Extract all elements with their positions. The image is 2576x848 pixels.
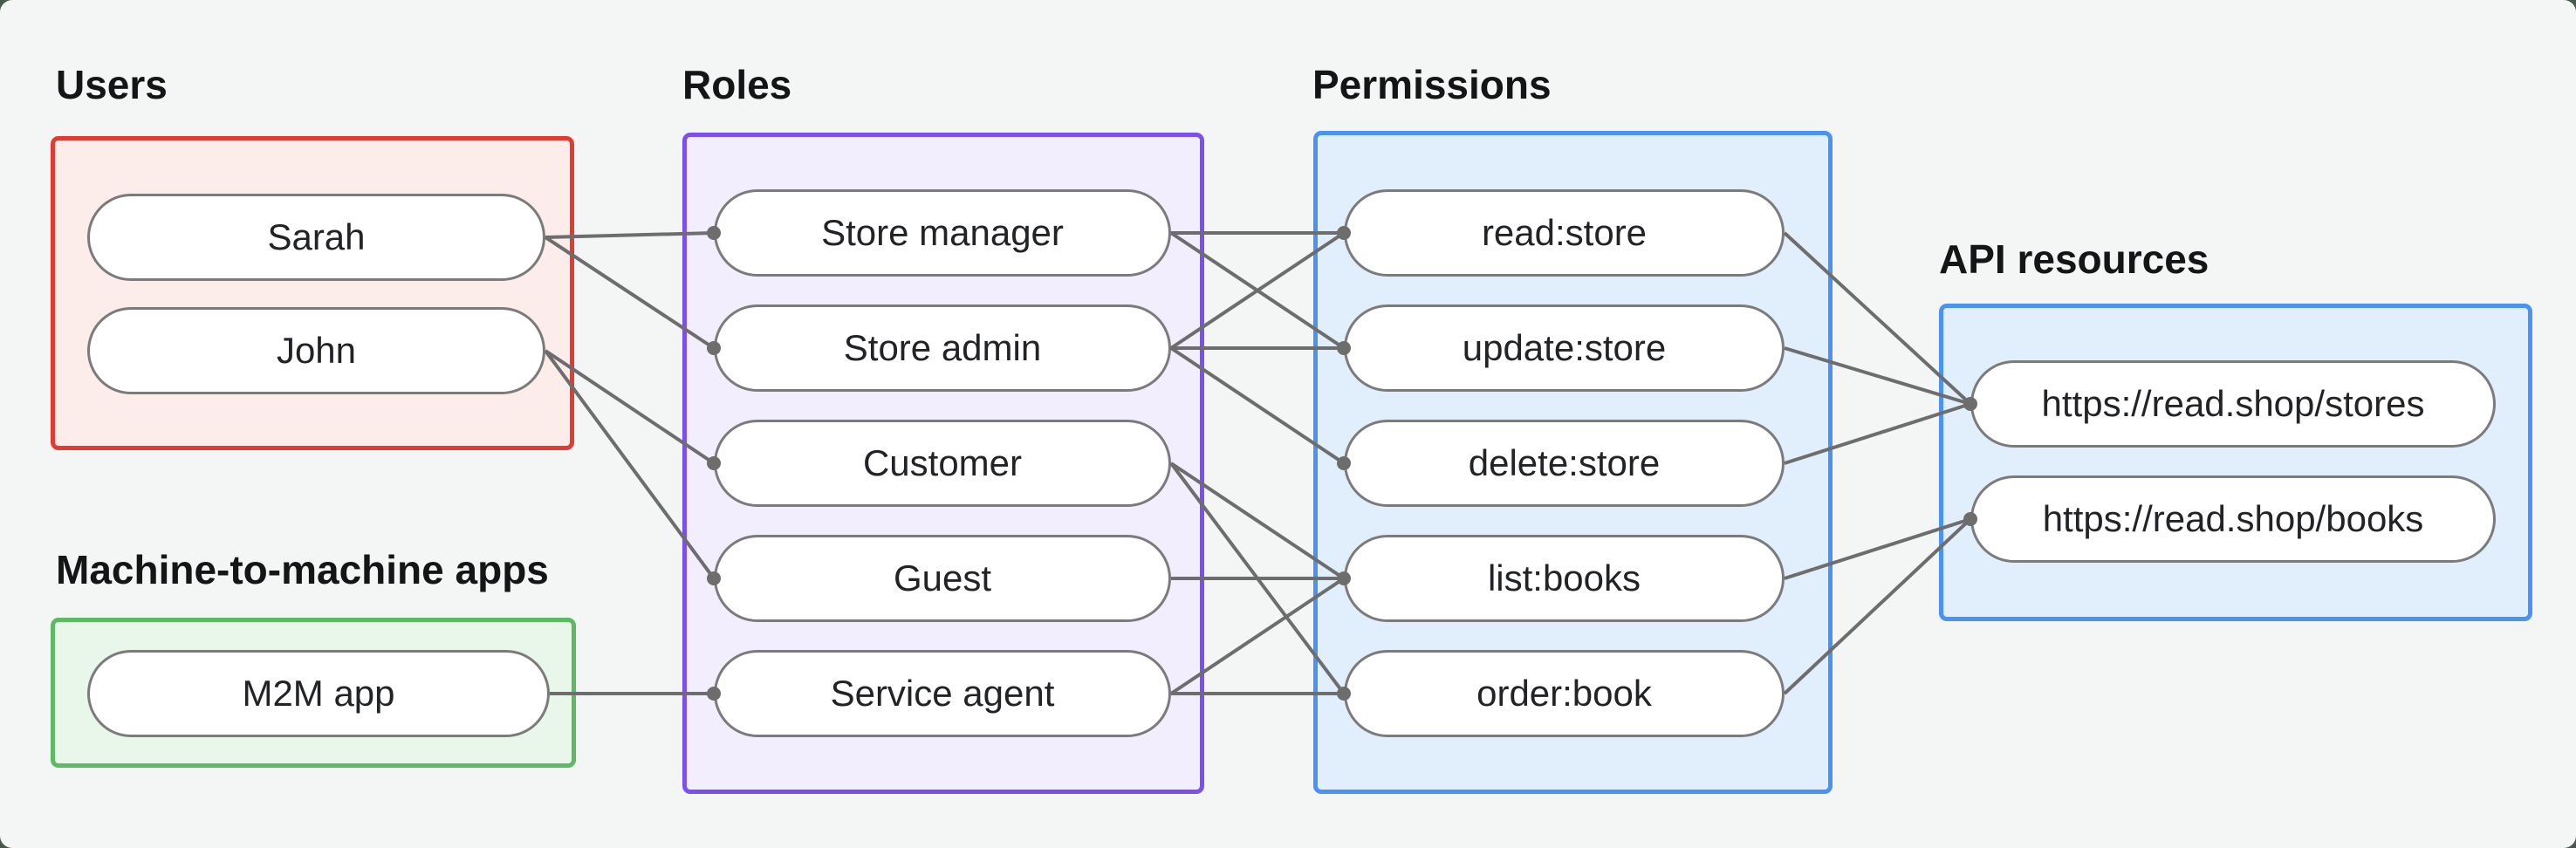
node-permission-read-store: read:store <box>1344 189 1785 277</box>
node-permission-order-book: order:book <box>1344 650 1785 737</box>
node-user-sarah: Sarah <box>87 194 545 281</box>
node-role-store-manager: Store manager <box>714 189 1171 277</box>
roles-group-label: Roles <box>682 62 792 107</box>
users-group-box <box>51 136 574 450</box>
node-api-resource-stores: https://read.shop/stores <box>1970 360 2496 448</box>
node-role-guest: Guest <box>714 535 1171 622</box>
users-group-label: Users <box>56 62 168 107</box>
node-m2m-app: M2M app <box>87 650 550 737</box>
node-role-store-admin: Store admin <box>714 304 1171 392</box>
api-resources-group-box <box>1939 304 2532 621</box>
node-role-customer: Customer <box>714 420 1171 507</box>
node-permission-delete-store: delete:store <box>1344 420 1785 507</box>
api-resources-group-label: API resources <box>1939 236 2209 282</box>
node-user-john: John <box>87 307 545 394</box>
node-api-resource-books: https://read.shop/books <box>1970 475 2496 563</box>
node-permission-update-store: update:store <box>1344 304 1785 392</box>
permissions-group-label: Permissions <box>1312 62 1552 107</box>
m2m-group-label: Machine-to-machine apps <box>56 547 549 592</box>
node-role-service-agent: Service agent <box>714 650 1171 737</box>
node-permission-list-books: list:books <box>1344 535 1785 622</box>
